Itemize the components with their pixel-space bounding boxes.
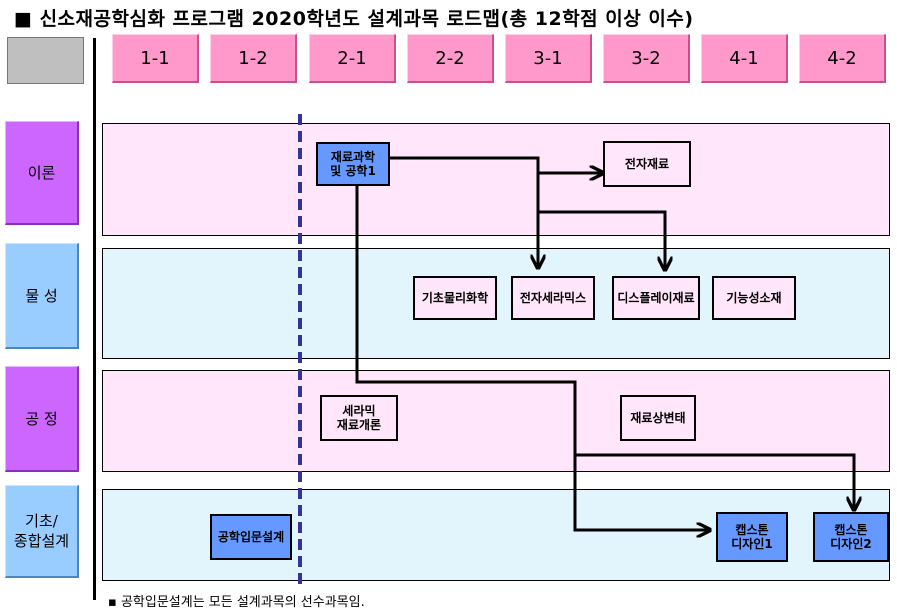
course-phase-transformation: 재료상변태 (620, 395, 696, 441)
course-intro-engineering-design: 공학입문설계 (210, 514, 292, 560)
course-electronic-ceramics: 전자세라믹스 (511, 276, 595, 320)
course-display-materials: 디스플레이재료 (612, 276, 700, 320)
category-process: 공 정 (5, 366, 79, 472)
semester-header-4-2: 4-2 (799, 34, 886, 83)
course-capstone-design-2: 캡스톤 디자인2 (813, 512, 889, 562)
course-ceramic-materials-intro: 세라믹 재료개론 (320, 395, 398, 441)
course-basic-physical-chemistry: 기초물리화학 (413, 276, 497, 320)
course-materials-science-1: 재료과학 및 공학1 (316, 142, 390, 186)
category-property: 물 성 (5, 243, 79, 349)
page-title: ■ 신소재공학심화 프로그램 2020학년도 설계과목 로드맵(총 12학점 이… (14, 8, 694, 30)
header-corner-cell (7, 37, 84, 84)
semester-header-4-1: 4-1 (701, 34, 788, 83)
semester-header-2-1: 2-1 (309, 34, 396, 83)
vertical-divider (93, 38, 96, 600)
course-capstone-design-1: 캡스톤 디자인1 (716, 512, 788, 562)
semester-header-1-2: 1-2 (210, 34, 297, 83)
category-theory: 이론 (5, 121, 79, 225)
semester-header-3-1: 3-1 (505, 34, 592, 83)
course-electronic-materials: 전자재료 (603, 141, 691, 187)
arrow-to-electronic-ceramics (390, 156, 538, 268)
row-band-theory (102, 123, 890, 236)
arrow-to-capstone2 (575, 453, 854, 510)
arrow-to-capstone1 (355, 185, 710, 530)
arrow-to-display-materials (538, 210, 665, 270)
footnote: ▪ 공학입문설계는 모든 설계과목의 선수과목임. (108, 595, 365, 610)
category-basic-design: 기초/ 종합설계 (5, 485, 79, 578)
semester-header-1-1: 1-1 (112, 34, 199, 83)
course-functional-materials: 기능성소재 (712, 276, 796, 320)
semester-header-3-2: 3-2 (603, 34, 690, 83)
semester-header-2-2: 2-2 (407, 34, 494, 83)
